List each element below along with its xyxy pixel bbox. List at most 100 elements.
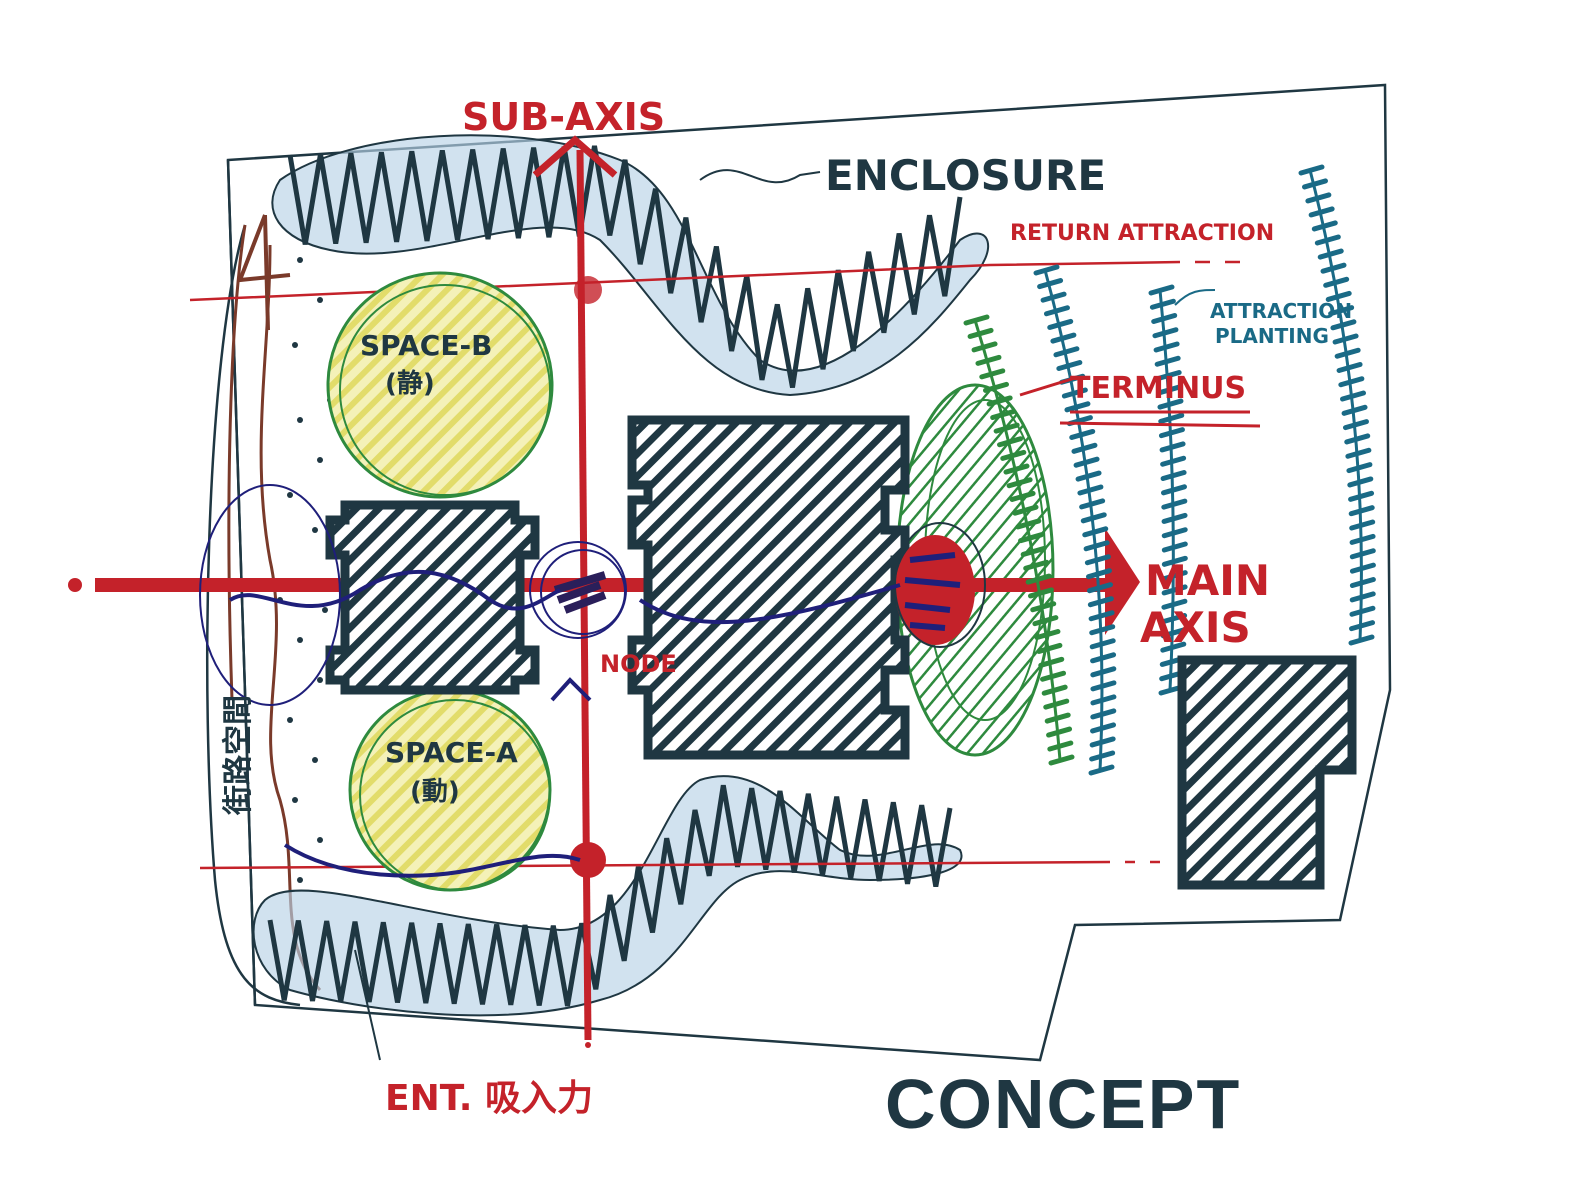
tree-mark	[1348, 490, 1375, 502]
tree-mark	[1305, 192, 1332, 204]
tree-mark	[1003, 463, 1030, 475]
tree-mark	[1040, 291, 1067, 303]
tree-mark	[1332, 333, 1359, 345]
circulation-path	[199, 484, 901, 878]
tree-mark	[1349, 591, 1376, 603]
tree-mark	[1086, 582, 1113, 594]
tree-mark	[1161, 555, 1188, 567]
terminus-label: TERMINUS	[1070, 371, 1246, 406]
tree-mark	[1161, 598, 1188, 610]
tree-mark	[967, 327, 994, 339]
tree-mark	[1349, 548, 1376, 560]
tree-mark	[1161, 541, 1188, 553]
tree-mark	[1344, 433, 1371, 445]
tree-mark	[1079, 498, 1106, 510]
tree-mark	[1328, 305, 1355, 317]
tree-mark	[990, 409, 1017, 421]
tree-mark	[1044, 712, 1071, 724]
tree-mark	[1087, 596, 1114, 608]
attraction-planting-label-2: PLANTING	[1215, 324, 1329, 348]
tree-mark	[1325, 290, 1352, 302]
tree-mark	[1346, 462, 1373, 474]
tree-mark	[1314, 234, 1341, 246]
tree-mark	[1161, 570, 1188, 582]
tree-mark	[1323, 276, 1350, 288]
street-dots	[277, 257, 333, 883]
tree-mark	[1155, 370, 1182, 382]
tree-mark	[1069, 428, 1096, 440]
main-building	[627, 415, 910, 760]
space-a-sublabel: (動)	[410, 777, 460, 807]
tree-mark	[1349, 605, 1376, 617]
tree-mark	[1046, 726, 1073, 738]
tree-mark	[1090, 708, 1117, 720]
tree-mark	[1037, 278, 1064, 290]
tree-mark	[1153, 341, 1180, 353]
main-axis-label-2: AXIS	[1140, 603, 1251, 652]
tree-mark	[1034, 629, 1061, 641]
tree-mark	[1006, 477, 1033, 489]
tree-mark	[1160, 484, 1187, 496]
tree-mark	[1161, 613, 1188, 625]
tree-mark	[979, 368, 1006, 380]
tree-mark	[1050, 332, 1077, 344]
street-label: 街路空間	[221, 695, 256, 816]
tree-mark	[1341, 404, 1368, 416]
space-a-label: SPACE-A	[385, 736, 518, 769]
tree-mark	[1161, 498, 1188, 510]
tree-mark	[1000, 449, 1027, 461]
tree-mark	[1349, 562, 1376, 574]
space-b-label: SPACE-B	[360, 329, 492, 362]
tree-mark	[1334, 347, 1361, 359]
node	[529, 541, 627, 702]
tree-mark	[971, 341, 998, 353]
tree-mark	[1023, 559, 1050, 571]
tree-mark	[1043, 305, 1070, 317]
tree-mark	[1160, 627, 1187, 639]
concept-title: CONCEPT	[885, 1065, 1241, 1143]
north-marker	[236, 214, 291, 331]
tree-mark	[1148, 284, 1175, 296]
attraction-planting-label-1: ATTRACTION	[1210, 299, 1352, 323]
tree-mark	[975, 354, 1002, 366]
tree-mark	[1349, 519, 1376, 531]
tree-mark	[1030, 601, 1057, 613]
tree-mark	[963, 314, 990, 326]
tree-mark	[1009, 490, 1036, 502]
tree-mark	[1330, 319, 1357, 331]
tree-mark	[997, 436, 1024, 448]
sub-axis-label: SUB-AXIS	[462, 95, 665, 139]
tree-mark	[1088, 764, 1115, 776]
tree-mark	[1161, 527, 1188, 539]
tree-mark	[1077, 484, 1104, 496]
tree-mark	[1041, 684, 1068, 696]
attraction-planting	[963, 164, 1376, 776]
tree-mark	[1061, 387, 1088, 399]
space-b-sublabel: (静)	[385, 368, 435, 399]
tree-mark	[1084, 554, 1111, 566]
tree-mark	[1090, 666, 1117, 678]
tree-mark	[1082, 526, 1109, 538]
enclosure-bottom	[252, 775, 963, 1017]
tree-mark	[1047, 318, 1074, 330]
leader-lines	[354, 169, 1216, 1061]
tree-mark	[1342, 419, 1369, 431]
tree-mark	[1308, 206, 1335, 218]
tree-mark	[983, 381, 1010, 393]
tree-mark	[1033, 264, 1060, 276]
tree-mark	[1160, 470, 1187, 482]
sub-axis	[532, 135, 618, 1048]
tree-mark	[1156, 384, 1183, 396]
enclosure-label: ENCLOSURE	[825, 151, 1106, 200]
tree-mark	[1152, 327, 1179, 339]
tree-mark	[1025, 573, 1052, 585]
tree-mark	[1036, 642, 1063, 654]
tree-mark	[1090, 722, 1117, 734]
tree-mark	[1089, 736, 1116, 748]
tree-mark	[1336, 361, 1363, 373]
side-building	[1177, 655, 1357, 890]
tree-mark	[1088, 610, 1115, 622]
tree-mark	[1018, 532, 1045, 544]
terminus-underline	[1059, 410, 1261, 428]
